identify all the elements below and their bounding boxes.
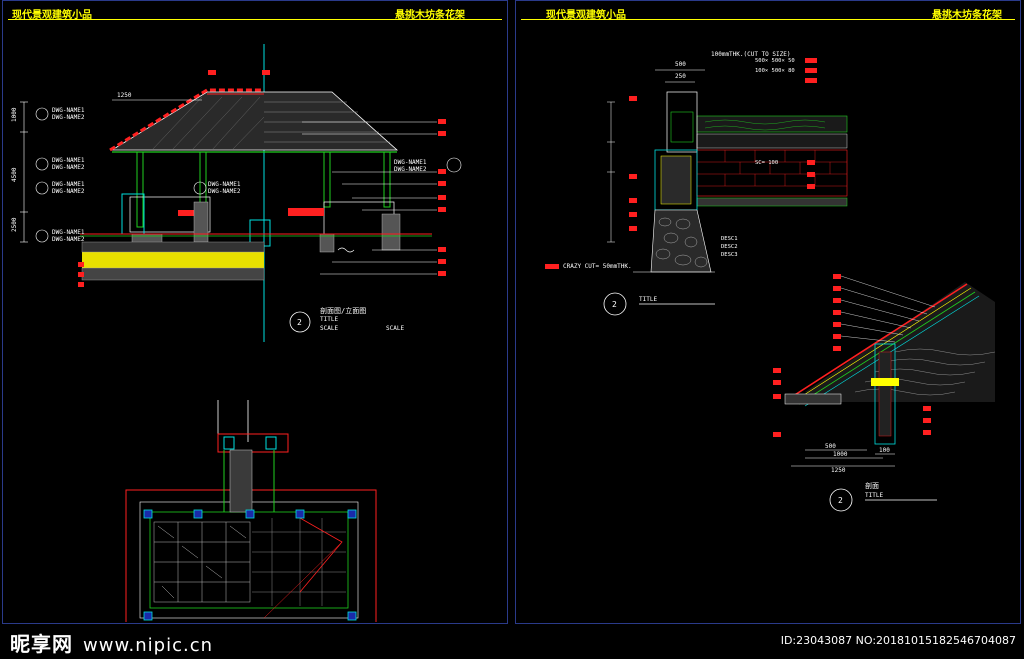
dim-250-top: 250 xyxy=(675,73,686,80)
dim-500-bottom: 500 xyxy=(825,443,836,450)
watermark-brand: 昵享网 www.nipic.cn xyxy=(10,628,213,657)
watermark-url: www.nipic.cn xyxy=(83,635,213,656)
left-header-title: 悬挑木坊条花架 xyxy=(395,10,465,21)
watermark-id: ID:23043087 NO:20181015182546704087 xyxy=(780,634,1016,647)
right-sheet xyxy=(515,0,1021,624)
section-scale-1: SCALE xyxy=(320,325,338,332)
dwg-name-1b: DWG-NAME1 xyxy=(52,157,85,164)
ledge-detail: 100mmTHK.(CUT TO SIZE) 500 250 xyxy=(545,51,848,316)
detail2-caption: 剖面 xyxy=(865,481,879,490)
detail1-title: TITLE xyxy=(639,296,657,303)
callout-100x500: 100× 500× 80 xyxy=(755,68,795,74)
note-cut-to-size: 100mmTHK.(CUT TO SIZE) xyxy=(711,51,790,58)
pergola-elevation: 1000 4500 2500 1250 DWG-NAME1 DWG-NAME2 … xyxy=(11,70,462,287)
dim-1000-bottom: 1000 xyxy=(833,451,848,458)
desc-3: DESC3 xyxy=(721,252,738,258)
dwg-name-1a: DWG-NAME1 xyxy=(52,107,85,114)
dim-4500: 4500 xyxy=(11,167,18,182)
dim-500-top: 500 xyxy=(675,61,686,68)
right-drawings: 100mmTHK.(CUT TO SIZE) 500 250 xyxy=(545,51,996,512)
dwg-name-2c: DWG-NAME2 xyxy=(52,188,85,195)
section-scale-2: SCALE xyxy=(386,325,404,332)
left-sheet xyxy=(2,0,508,624)
right-header-title: 悬挑木坊条花架 xyxy=(932,10,1002,21)
callout-500x500: 500× 500× 50 xyxy=(755,58,795,64)
dwg-name-2b: DWG-NAME2 xyxy=(52,164,85,171)
dwg-name-2d: DWG-NAME2 xyxy=(52,236,85,243)
eave-detail: 500 1000 1250 100 2 剖面 TITLE xyxy=(773,274,996,512)
dim-2500: 2500 xyxy=(11,217,18,232)
dim-100-bottom: 100 xyxy=(879,447,890,454)
section-title-tag: TITLE xyxy=(320,316,338,323)
dwg-name-2f: DWG-NAME2 xyxy=(394,166,427,173)
pergola-plan xyxy=(125,433,377,622)
dwg-name-1d: DWG-NAME1 xyxy=(52,229,85,236)
dwg-name-2e: DWG-NAME2 xyxy=(208,188,241,195)
dwg-name-1c: DWG-NAME1 xyxy=(52,181,85,188)
desc-1: DESC1 xyxy=(721,236,738,242)
right-header-rule xyxy=(521,19,1015,20)
dim-1000: 1000 xyxy=(11,107,18,122)
callout-sc100: SC= 100 xyxy=(755,160,778,166)
detail2-no: 2 xyxy=(838,496,843,505)
dim-1250: 1250 xyxy=(117,92,132,99)
dwg-name-1e: DWG-NAME1 xyxy=(208,181,241,188)
dwg-name-2a: DWG-NAME2 xyxy=(52,114,85,121)
left-header-rule xyxy=(8,19,502,20)
section-caption: 2 剖面图/立面图 TITLE SCALE SCALE xyxy=(289,306,404,333)
left-drawings: 1000 4500 2500 1250 DWG-NAME1 DWG-NAME2 … xyxy=(11,44,462,622)
dim-1250-bottom: 1250 xyxy=(831,467,846,474)
section-detail-no: 2 xyxy=(297,318,302,327)
section-title-cn: 剖面图/立面图 xyxy=(320,306,366,315)
detail1-no: 2 xyxy=(612,300,617,309)
right-header-project: 现代景观建筑小品 xyxy=(546,10,626,21)
desc-2: DESC2 xyxy=(721,244,738,250)
watermark-brand-text: 昵享网 xyxy=(10,632,73,656)
crazy-cut-note: CRAZY CUT= 50mmTHK. xyxy=(563,263,632,270)
dwg-name-1f: DWG-NAME1 xyxy=(394,159,427,166)
left-header-project: 现代景观建筑小品 xyxy=(12,10,92,21)
detail2-title: TITLE xyxy=(865,492,883,499)
